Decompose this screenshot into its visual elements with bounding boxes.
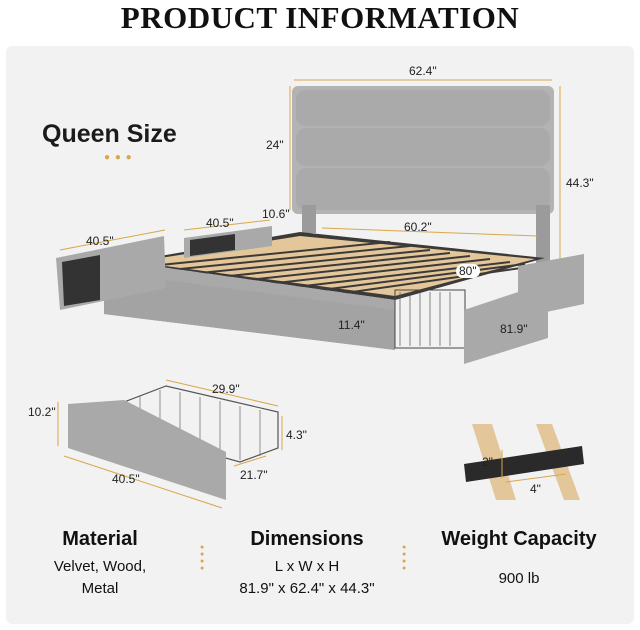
dim-drawer-left: 40.5" [86,234,114,248]
dim-drawer-depth: 21.7" [240,468,268,482]
dim-drawer-height: 10.2" [28,405,56,419]
dim-inner-width: 60.2" [404,220,432,234]
dim-headboard-width: 62.4" [409,64,437,78]
dim-total-height: 44.3" [566,176,594,190]
dim-slat-width: 4" [530,482,541,496]
dim-length: 81.9" [500,322,528,336]
spec-dimensions-line2: 81.9" x 62.4" x 44.3" [239,580,375,597]
size-label: Queen Size [42,120,177,148]
slat-detail [464,424,584,500]
dim-drawer-length: 40.5" [112,472,140,486]
dim-basket-height: 4.3" [286,428,307,442]
spec-material-line1: Velvet, Wood, [53,558,147,575]
dim-basket-width: 29.9" [212,382,240,396]
spec-weight-line1: 900 lb [498,570,540,587]
page-title: PRODUCT INFORMATION [120,0,520,35]
headboard [292,86,554,265]
dim-side-height: 11.4" [338,318,365,332]
divider-dots-2: ●●●● [402,544,407,572]
spec-weight-title: Weight Capacity [441,528,597,550]
dim-clearance: 10.6" [262,207,290,221]
divider-dots-1: ●●●● [200,544,205,572]
spec-material-title: Material [62,528,138,550]
dim-drawer-left2: 40.5" [206,216,234,230]
spec-dimensions-title: Dimensions [250,528,364,550]
spec-dimensions-line1: L x W x H [274,558,340,575]
spec-material-line2: Metal [81,580,119,597]
drawer-detail [57,379,283,509]
dim-headboard-height: 24" [266,138,284,152]
dim-rail-length: 80" [456,264,480,278]
dim-slat-thickness: 2" [482,455,493,469]
decor-dots: ● ● ● [104,152,133,163]
